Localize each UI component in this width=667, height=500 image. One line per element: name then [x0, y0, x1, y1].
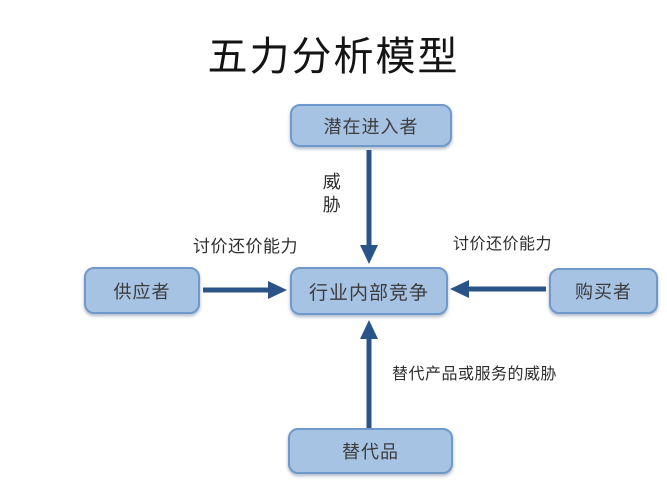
label-supplier-bargaining-power: 讨价还价能力 — [193, 237, 298, 256]
label-threat: 威胁 — [322, 172, 342, 215]
box-suppliers: 供应者 — [84, 267, 200, 314]
arrow-substitute-up — [360, 320, 378, 428]
label-substitute-threat: 替代产品或服务的威胁 — [392, 366, 558, 383]
box-industry-rivalry-label: 行业内部竞争 — [308, 282, 429, 304]
arrow-supplier-right — [203, 281, 287, 299]
box-substitutes: 替代品 — [288, 428, 453, 474]
box-potential-entrants: 潜在进入者 — [290, 104, 452, 147]
box-substitutes-label: 替代品 — [342, 442, 399, 462]
diagram-title: 五力分析模型 — [207, 34, 460, 80]
box-buyers: 购买者 — [549, 268, 658, 314]
box-buyers-label: 购买者 — [575, 282, 632, 302]
label-buyer-bargaining-power: 讨价还价能力 — [453, 236, 553, 253]
arrow-threat-down — [360, 150, 378, 264]
box-suppliers-label: 供应者 — [113, 281, 171, 302]
box-industry-rivalry: 行业内部竞争 — [290, 267, 448, 315]
box-potential-entrants-label: 潜在进入者 — [323, 116, 419, 137]
arrow-buyer-left — [450, 280, 546, 298]
